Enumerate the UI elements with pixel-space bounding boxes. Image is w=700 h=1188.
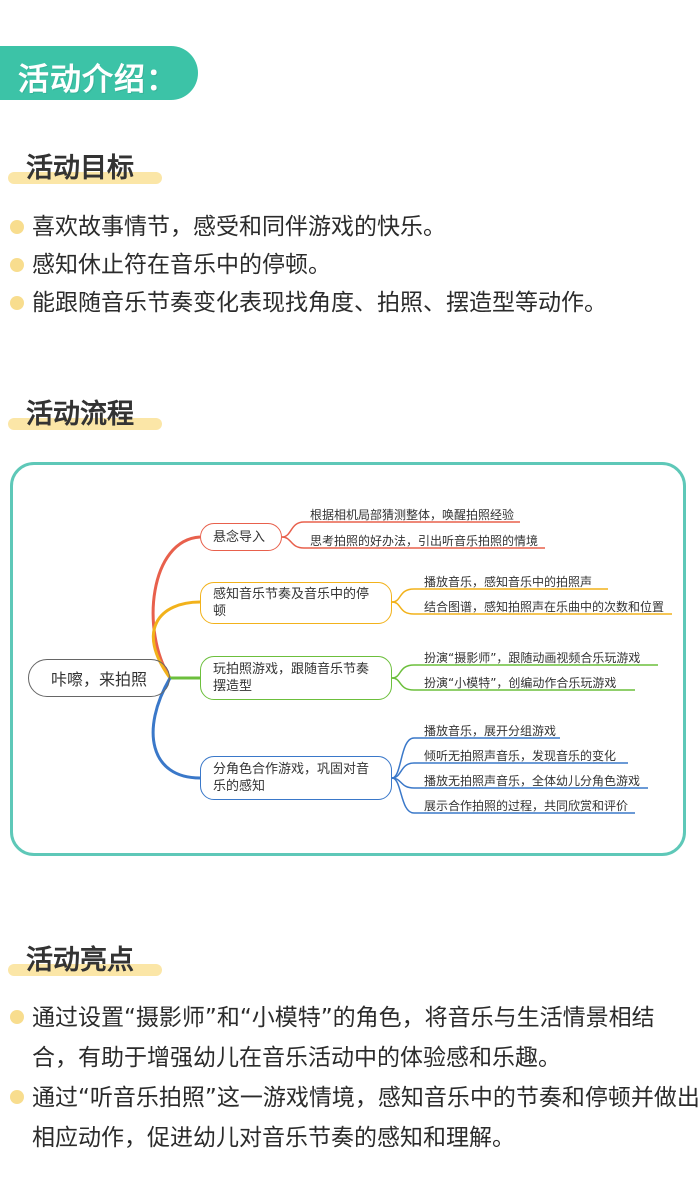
branch-node: 悬念导入 — [200, 523, 282, 551]
process-title-text: 活动流程 — [26, 399, 134, 430]
mind-map-root: 咔嚓，来拍照 — [28, 659, 170, 697]
process-section-title: 活动流程 — [8, 392, 162, 430]
bullet-dot-icon — [10, 1090, 24, 1104]
main-header: 活动介绍： — [0, 46, 198, 100]
leaf-text: 思考拍照的好办法，引出听音乐拍照的情境 — [310, 534, 539, 548]
branch-node: 玩拍照游戏，跟随音乐节奏摆造型 — [200, 656, 392, 700]
branch-node: 感知音乐节奏及音乐中的停顿 — [200, 582, 392, 624]
branch-node: 分角色合作游戏，巩固对音乐的感知 — [200, 756, 392, 800]
goals-title-text: 活动目标 — [26, 153, 134, 184]
bullet-dot-icon — [10, 258, 24, 272]
highlights-list: 通过设置“摄影师”和“小模特”的角色，将音乐与生活情景相结合，有助于增强幼儿在音… — [10, 998, 700, 1158]
leaf-text: 展示合作拍照的过程，共同欣赏和评价 — [424, 799, 629, 813]
leaf-text: 结合图谱，感知拍照声在乐曲中的次数和位置 — [424, 600, 665, 614]
leaf-text: 根据相机局部猜测整体，唤醒拍照经验 — [310, 508, 515, 522]
list-item: 感知休止符在音乐中的停顿。 — [10, 246, 607, 284]
bullet-dot-icon — [10, 220, 24, 234]
highlights-title-text: 活动亮点 — [26, 945, 134, 976]
title-highlight — [8, 418, 162, 430]
title-highlight — [8, 964, 162, 976]
leaf-text: 扮演“摄影师”，跟随动画视频合乐玩游戏 — [424, 651, 641, 665]
title-highlight — [8, 172, 162, 184]
leaf-text: 播放音乐，展开分组游戏 — [424, 724, 557, 738]
list-item: 能跟随音乐节奏变化表现找角度、拍照、摆造型等动作。 — [10, 284, 607, 322]
goals-section-title: 活动目标 — [8, 146, 162, 184]
bullet-dot-icon — [10, 1010, 24, 1024]
list-item: 通过“听音乐拍照”这一游戏情境，感知音乐中的节奏和停顿并做出相应动作，促进幼儿对… — [10, 1078, 700, 1158]
main-header-title: 活动介绍： — [18, 62, 178, 98]
leaf-text: 倾听无拍照声音乐，发现音乐的变化 — [424, 749, 617, 763]
highlights-section-title: 活动亮点 — [8, 938, 162, 976]
leaf-text: 播放无拍照声音乐，全体幼儿分角色游戏 — [424, 774, 641, 788]
leaf-text: 播放音乐，感知音乐中的拍照声 — [424, 575, 593, 589]
list-item: 喜欢故事情节，感受和同伴游戏的快乐。 — [10, 208, 607, 246]
goals-list: 喜欢故事情节，感受和同伴游戏的快乐。 感知休止符在音乐中的停顿。 能跟随音乐节奏… — [10, 208, 607, 322]
list-item: 通过设置“摄影师”和“小模特”的角色，将音乐与生活情景相结合，有助于增强幼儿在音… — [10, 998, 700, 1078]
leaf-text: 扮演“小模特”，创编动作合乐玩游戏 — [424, 676, 617, 690]
bullet-dot-icon — [10, 296, 24, 310]
